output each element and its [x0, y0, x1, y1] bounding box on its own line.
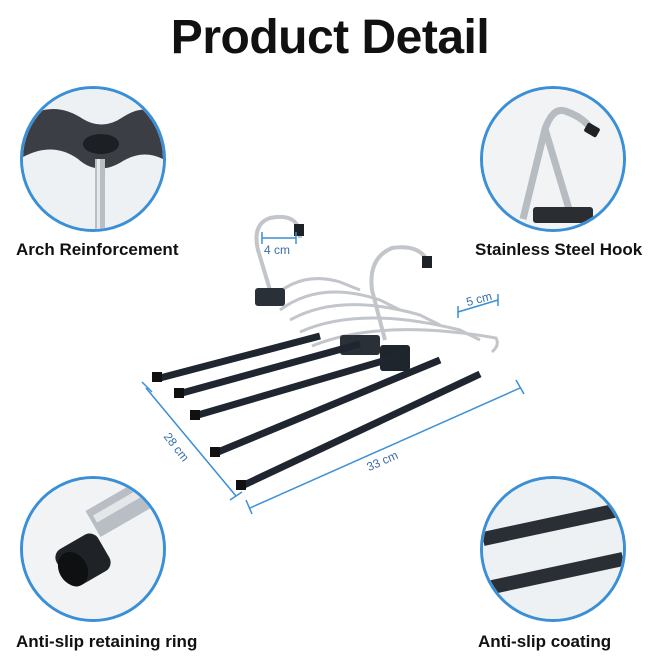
anti-slip-coating-detail: [480, 476, 626, 622]
arch-reinforcement-image: [23, 89, 163, 229]
steel-hook-image: [483, 89, 623, 229]
coating-image: [483, 479, 623, 619]
arch-reinforcement-detail: [20, 86, 166, 232]
retaining-ring-detail: [20, 476, 166, 622]
arch-reinforcement-label: Arch Reinforcement: [16, 240, 179, 259]
hook-width-dimension: 4 cm: [264, 243, 291, 257]
stainless-steel-hook-label: Stainless Steel Hook: [475, 240, 643, 259]
page-title: Product Detail: [170, 11, 490, 64]
stainless-steel-hook-detail: [480, 86, 626, 232]
retaining-ring-label: Anti-slip retaining ring: [16, 632, 198, 651]
retaining-ring-image: [23, 479, 163, 619]
anti-slip-coating-label: Anti-slip coating: [478, 632, 612, 651]
